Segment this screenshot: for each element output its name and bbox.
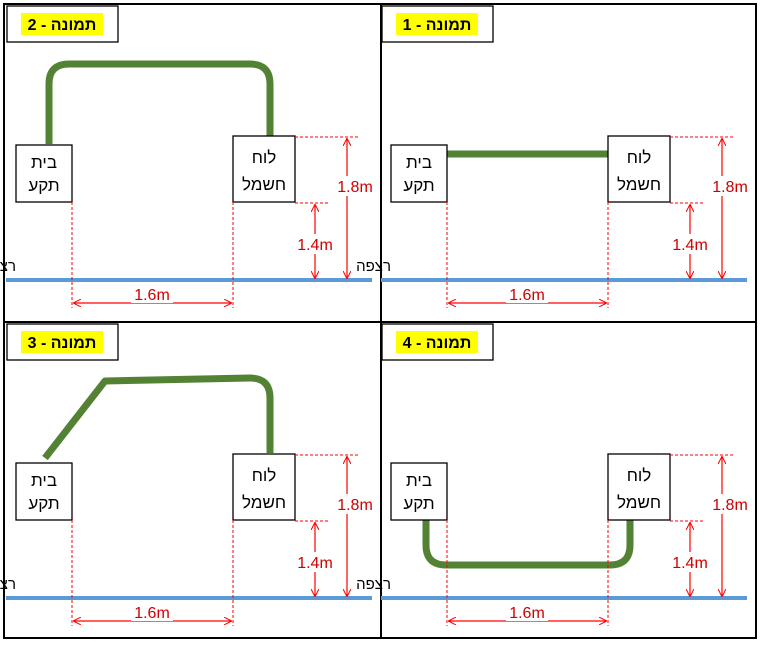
socket-label-line1: בית	[31, 153, 57, 172]
label-backing	[709, 176, 749, 196]
floor-label: רצפה	[0, 258, 16, 275]
width-label: 1.6m	[509, 605, 545, 622]
panel-label-line2: חשמל	[242, 175, 286, 194]
label-backing	[506, 285, 548, 303]
label-backing	[334, 494, 374, 514]
socket-label-line1: בית	[31, 471, 57, 490]
electric-panel-box	[607, 135, 671, 203]
socket-label-line1: בית	[406, 471, 432, 490]
label-backing	[506, 603, 548, 621]
width-label: 1.6m	[134, 287, 170, 304]
socket-box	[390, 462, 448, 521]
panel-label-line1: לוח	[252, 466, 277, 485]
label-backing	[671, 552, 709, 572]
socket-box	[15, 462, 73, 521]
label-backing	[334, 176, 374, 196]
floor-label: רצפה	[0, 576, 16, 593]
panel-3: תמונה - 3 בית תקע לוח חשמל רצפה 1.8m 1.4m 1.6m	[0, 323, 374, 626]
electric-panel-box	[607, 453, 671, 521]
label-backing	[671, 234, 709, 254]
height-panel-label: 1.8m	[337, 497, 373, 514]
height-socket-label: 1.4m	[297, 555, 333, 572]
title-highlight	[396, 13, 478, 35]
height-socket-label: 1.4m	[297, 237, 333, 254]
floor-label: רצפה	[356, 576, 391, 593]
label-backing	[709, 494, 749, 514]
panel-1: תמונה - 1 בית תקע לוח חשמל רצפה 1.8m 1.4m 1.6m	[356, 5, 749, 308]
electric-panel-box	[232, 453, 296, 521]
panel-title: תמונה - 2	[28, 17, 97, 34]
panel-label-line2: חשמל	[617, 493, 661, 512]
width-label: 1.6m	[509, 287, 545, 304]
cable	[45, 60, 274, 144]
panel-title: תמונה - 4	[403, 335, 472, 352]
socket-box	[15, 144, 73, 203]
panel-title: תמונה - 1	[403, 17, 472, 34]
socket-box	[390, 144, 448, 203]
label-backing	[296, 552, 334, 572]
cable	[422, 520, 634, 569]
title-highlight	[21, 331, 103, 353]
label-backing	[131, 603, 173, 621]
socket-label-line2: תקע	[403, 176, 434, 195]
panel-label-line1: לוח	[627, 148, 652, 167]
height-socket-label: 1.4m	[672, 555, 708, 572]
socket-label-line2: תקע	[403, 494, 434, 513]
width-label: 1.6m	[134, 605, 170, 622]
panel-label-line1: לוח	[252, 148, 277, 167]
cable	[42, 374, 274, 461]
height-socket-label: 1.4m	[672, 237, 708, 254]
height-panel-label: 1.8m	[337, 179, 373, 196]
label-backing	[296, 234, 334, 254]
label-backing	[131, 285, 173, 303]
socket-label-line2: תקע	[28, 176, 59, 195]
height-panel-label: 1.8m	[712, 179, 748, 196]
title-highlight	[396, 331, 478, 353]
panel-title: תמונה - 3	[28, 335, 97, 352]
panel-2: תמונה - 2 בית תקע לוח חשמל רצפה 1.8m 1.4m 1.6m	[0, 5, 374, 308]
electric-panel-box	[232, 135, 296, 203]
panel-label-line2: חשמל	[242, 493, 286, 512]
panel-label-line1: לוח	[627, 466, 652, 485]
floor-label: רצפה	[356, 258, 391, 275]
panel-label-line2: חשמל	[617, 175, 661, 194]
socket-label-line2: תקע	[28, 494, 59, 513]
socket-label-line1: בית	[406, 153, 432, 172]
height-panel-label: 1.8m	[712, 497, 748, 514]
panel-4: תמונה - 4 בית תקע לוח חשמל רצפה 1.8m 1.4m 1.6m	[356, 323, 749, 626]
title-highlight	[21, 13, 103, 35]
